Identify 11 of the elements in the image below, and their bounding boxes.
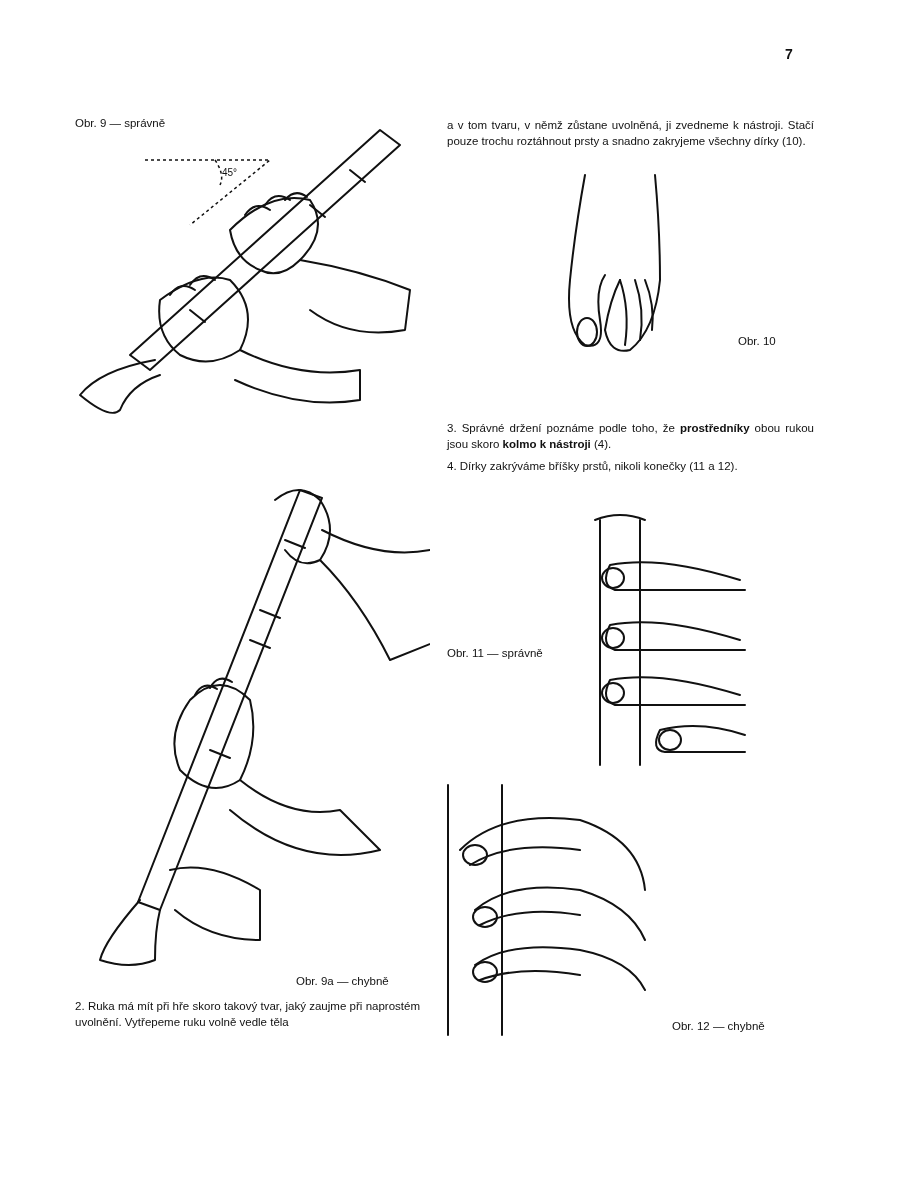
paragraph: 4. Dírky zakrýváme bříšky prstů, nikoli konečky (11 a 12). [447, 459, 739, 474]
paragraph: 2. Ruka má mít při hře skoro takový tvar, jaký zaujme při naprostém uvolnění. Vytřepeme ruku volně vedle těla [75, 999, 420, 1030]
figure-caption: Obr. 10 [738, 334, 776, 349]
figure-caption: Obr. 9 — správně [75, 116, 166, 131]
angle-label: 45° [222, 166, 238, 180]
figure-caption: Obr. 9a — chybně [296, 974, 389, 989]
figure-caption: Obr. 11 — správně [447, 646, 543, 661]
page-number: 7 [785, 46, 793, 62]
paragraph: 3. Správné držení poznáme podle toho, že prostředníky obou rukou jsou skoro kolmo k nástroji (4). [447, 421, 814, 452]
figure-caption: Obr. 12 — chybně [672, 1019, 765, 1034]
paragraph: a v tom tvaru, v němž zůstane uvolněná, ji zvedneme k nástroji. Stačí pouze trochu roztáhnout prsty a snadno zakryjeme všechny dírky (10). [447, 118, 814, 149]
